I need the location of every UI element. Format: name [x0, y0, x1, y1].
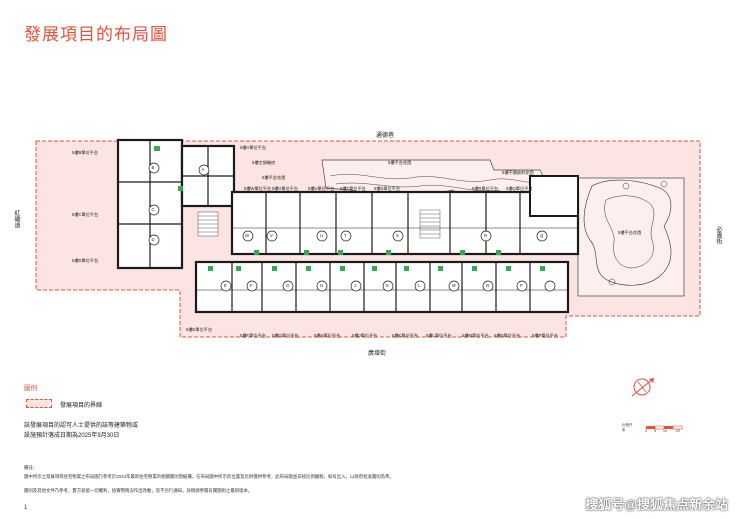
label-p-platform: 5樓P單位平台: [532, 333, 559, 338]
label-u-platform: 5樓U單位平台: [308, 186, 335, 191]
unit-label-w: W: [245, 233, 249, 238]
unit-label-u: U: [320, 233, 324, 238]
label-garden-right-top: 5樓不開放的花園: [502, 170, 534, 175]
green-markers: [154, 146, 545, 271]
unit-partitions-lower: [196, 262, 568, 312]
unit-label-m: M: [452, 283, 456, 288]
page-title: 發展項目的布局圖: [24, 25, 168, 44]
unit-label-a: A: [201, 167, 205, 172]
scale-label-1: 比例尺: [622, 423, 633, 427]
label-g-platform: 5樓G單位平台: [272, 333, 299, 338]
label-k-platform: 5樓K單位平台: [392, 333, 419, 338]
unit-label-k: K: [386, 283, 389, 288]
north-compass-icon: [631, 377, 655, 397]
scale-bar-graphic: [646, 425, 683, 430]
label-ahu: 5樓空調機房: [252, 160, 276, 165]
scale-tick-0: 0: [645, 429, 647, 433]
unit-label-v: V: [270, 233, 273, 238]
unit-label-c: C: [151, 207, 155, 212]
unit-label-d: D: [151, 237, 155, 242]
unit-label-t: T: [344, 233, 347, 238]
label-f-platform: 5樓F單位平台: [240, 333, 266, 338]
unit-circles: [148, 162, 556, 292]
label-e-platform: 5樓E單位平台: [186, 327, 213, 332]
notes-heading: 備註：: [24, 465, 38, 470]
unit-label-b: B: [151, 165, 155, 170]
right-garden-contour: [583, 179, 672, 286]
label-garden-right: 5樓平台花園: [618, 230, 642, 235]
unit-label-r: R: [484, 233, 488, 238]
completion-info-line2: 設施預計落成日期為2025年9月30日: [24, 433, 120, 439]
unit-label-e: E: [224, 283, 227, 288]
scale-tick-20: 20: [676, 429, 680, 433]
notes-line2: 圖則及其他文件乃參考，賣方保留一切權利，按實際情況作出改動，恕不另行通知，詳情請…: [24, 488, 253, 493]
garden-tree: [608, 278, 616, 286]
label-l-platform: 5樓L單位平台: [426, 333, 452, 338]
label-q-platform: 5樓Q單位平台: [506, 186, 533, 191]
label-s-platform: 5樓S單位平台: [374, 186, 401, 191]
label-w-platform: 5樓W單位平台: [244, 186, 272, 191]
scale-tick-10: 10: [663, 429, 667, 433]
street-left: 紅磡道: [13, 210, 19, 228]
unit-label-g: G: [286, 283, 290, 288]
completion-info-line1: 該發展項目的認可人士提供的該等建築物或: [24, 423, 139, 429]
legend-boundary-swatch: [26, 399, 52, 408]
label-a-platform: 5樓A單位平台: [240, 145, 267, 150]
label-n-platform: 5樓N單位平台: [494, 333, 521, 338]
watermark: 搜狐号@搜狐焦点新余站: [585, 497, 728, 512]
scale-label-2: 米: [622, 428, 626, 432]
garden-tree: [660, 180, 668, 188]
unit-label-j: J: [354, 283, 357, 288]
unit-label-l: L: [418, 283, 421, 288]
scale-bar: [636, 420, 684, 438]
garden-tree: [622, 182, 630, 190]
street-top: 通德巷: [376, 133, 395, 139]
right-garden: [577, 177, 685, 297]
label-h-platform: 5樓H單位平台: [314, 333, 341, 338]
unit-label-f: F: [250, 283, 253, 288]
scale-tick-5: 5: [654, 429, 656, 433]
label-b-platform: 5樓B單位平台: [72, 150, 99, 155]
label-m-platform: 5樓M單位平台: [462, 333, 489, 338]
label-t-platform: 5樓T單位平台: [340, 186, 366, 191]
unit-label-s: S: [396, 233, 399, 238]
label-r-platform: 5樓R單位平台: [472, 186, 499, 191]
unit-partitions-upper: [232, 192, 578, 254]
label-j-platform: 5樓J單位平台: [352, 333, 378, 338]
label-garden-left: 5樓平台花園: [262, 175, 286, 180]
label-garden-mid: 5樓平台花園: [388, 160, 412, 165]
stair-core: [197, 209, 441, 239]
right-garden-contour-inner: [604, 195, 655, 269]
unit-label-q: Q: [540, 233, 544, 238]
unit-label-h: H: [320, 283, 324, 288]
label-v-platform: 5樓V單位平台: [272, 186, 299, 191]
page-number: 1: [24, 505, 28, 511]
unit-label-p: P: [520, 283, 523, 288]
label-c-platform: 5樓C單位平台: [72, 212, 99, 217]
unit-label-n: N: [486, 283, 490, 288]
central-garden-contour: [335, 182, 501, 192]
street-right: 必嘉街: [715, 226, 721, 244]
interior-walls: [118, 140, 234, 268]
legend-boundary-label: 發展項目的界線: [60, 403, 103, 409]
label-d-platform: 5樓D單位平台: [72, 258, 99, 263]
street-bottom: 廣增街: [368, 351, 387, 357]
legend-title: 圖例: [24, 385, 37, 392]
notes-line1: 圖中所示之發展項目住宅物業之布局圖乃參考於2023年最新住宅物業的相關圖則而擬備…: [24, 474, 394, 479]
central-garden-contour: [329, 174, 537, 183]
